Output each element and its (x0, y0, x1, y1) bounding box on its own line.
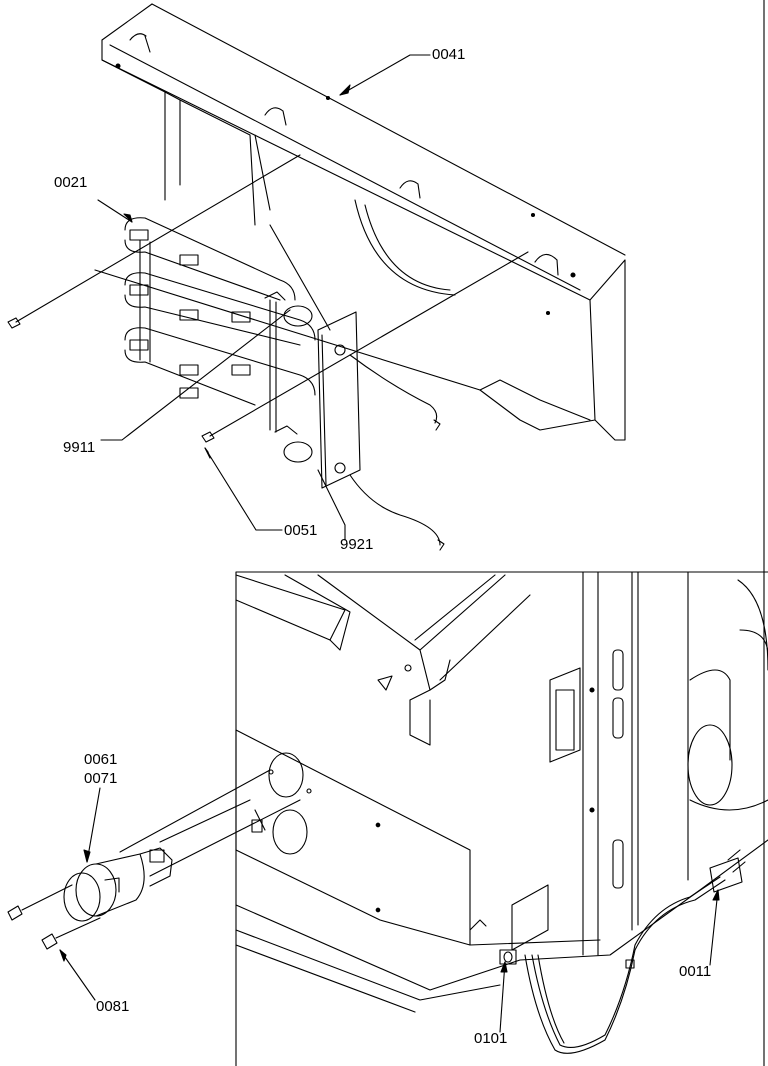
callout-0041: 0041 (432, 46, 466, 63)
callout-0101: 0101 (474, 1030, 508, 1047)
callout-0061: 0061 (84, 751, 118, 768)
callout-9911: 9911 (63, 439, 96, 456)
cabinet-interior (235, 571, 768, 1054)
callout-9921: 9921 (340, 536, 374, 553)
callout-0081: 0081 (96, 998, 130, 1015)
heater-assembly-0021 (7, 154, 529, 551)
leader-lines-top (97, 54, 431, 541)
callout-0071: 0071 (84, 770, 118, 787)
callout-0021: 0021 (54, 174, 88, 191)
callout-0051: 0051 (284, 522, 318, 539)
inset-frame (235, 571, 768, 1066)
callout-0011: 0011 (679, 963, 712, 980)
front-panel-0041 (94, 3, 626, 441)
fuse-holder-0061-0071 (7, 769, 301, 950)
leader-lines-bottom (59, 787, 720, 1033)
